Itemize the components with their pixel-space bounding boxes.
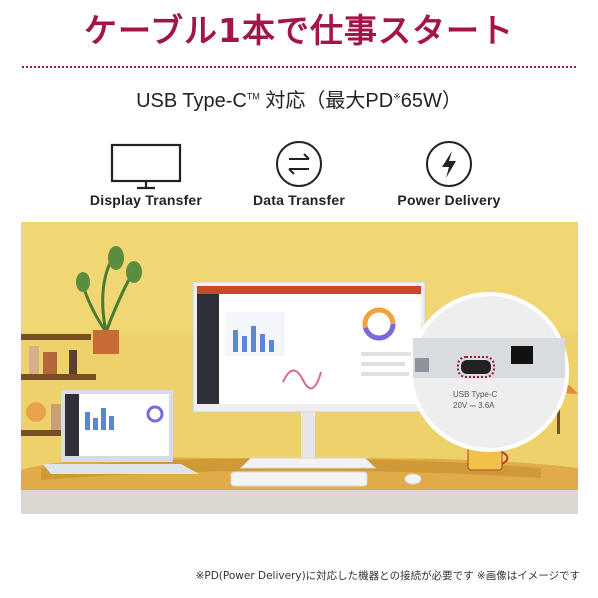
feature-label: Power Delivery [397,192,501,208]
usb-c-port-zoom: USB Type-C 20V ⎓ 3.6A [409,292,569,452]
headline: ケーブル1本で仕事スタート [84,11,514,50]
dotted-divider [22,66,576,68]
monitor [192,281,426,469]
subhead-tm: TM [246,91,260,102]
subhead-mark: ※ [393,91,401,102]
subhead-prefix: USB Type-C [136,90,247,112]
keyboard [230,471,368,487]
laptop [43,390,199,474]
swap-arrows-icon [276,141,322,187]
footnote: ※PD(Power Delivery)に対応した機器との接続が必要です ※画像は… [195,570,580,582]
monitor-icon [110,143,182,190]
subhead-tail: 65W） [400,90,462,112]
subhead-suffix: 対応（最大PD [259,90,394,112]
product-photo: USB Type-C 20V ⎓ 3.6A [21,222,578,514]
feature-list: Display Transfer Data Transfer Power Del… [0,140,598,212]
product-photo-illustration: USB Type-C 20V ⎓ 3.6A [21,222,578,514]
usb-c-subhead: USB Type-CTM 対応（最大PD※65W） [0,84,598,113]
mug [467,445,509,471]
port-label-2: 20V ⎓ 3.6A [453,401,495,410]
feature-label: Display Transfer [89,192,203,208]
feature-label: Data Transfer [252,192,346,208]
plant [76,246,142,354]
mouse [404,473,422,485]
port-label-1: USB Type-C [453,390,498,399]
lightning-bolt-icon [426,141,472,187]
